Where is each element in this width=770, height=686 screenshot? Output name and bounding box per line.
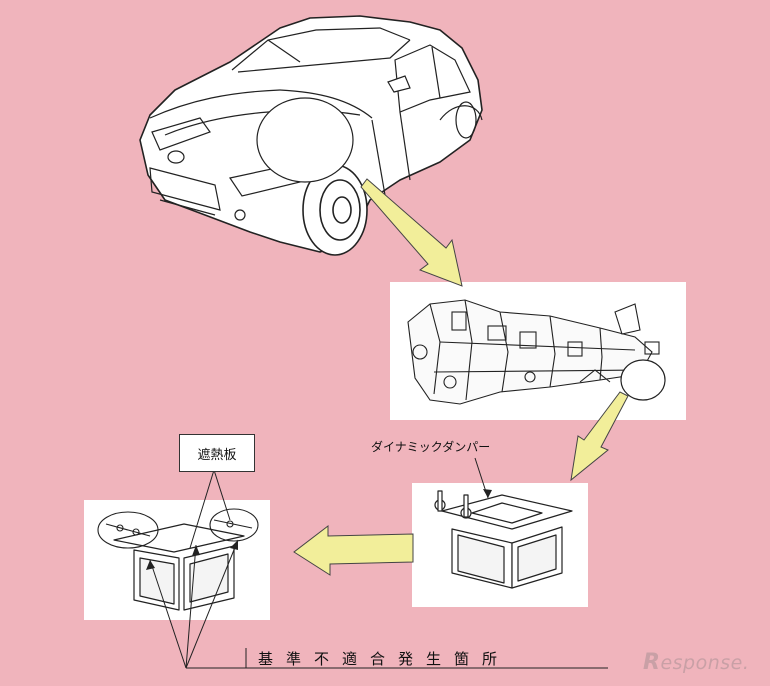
heat-shield-label: 遮熱板	[179, 434, 255, 472]
right-bracket-circle	[209, 508, 259, 542]
nonconformity-location-label: 基準不適合発生箇所	[258, 650, 511, 668]
arrow-car-to-transmission	[360, 178, 463, 287]
arrow-damper-to-heat-shield	[293, 524, 414, 576]
transmission-illustration	[407, 299, 666, 405]
dynamic-damper-label: ダイナミックダンパー	[371, 440, 491, 454]
heat-shield-illustration	[97, 508, 259, 611]
transmission-location-circle	[256, 97, 354, 183]
response-logo-text: esponse.	[660, 652, 750, 674]
dynamic-damper-illustration	[434, 490, 573, 589]
response-logo-initial: R	[643, 650, 661, 675]
damper-location-circle	[620, 359, 666, 401]
arrow-transmission-to-damper	[570, 391, 629, 482]
left-bracket-circle	[97, 511, 159, 549]
response-watermark: Response.	[643, 650, 749, 675]
